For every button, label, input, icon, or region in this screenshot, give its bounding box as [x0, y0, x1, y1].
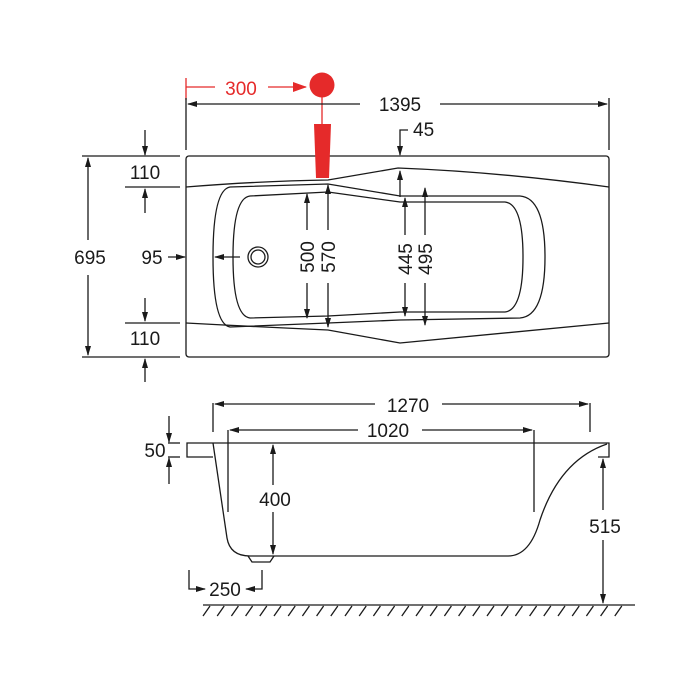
hatch-line: [472, 605, 481, 617]
hatch-line: [387, 605, 396, 617]
floor-hatching: [202, 605, 623, 617]
overall-length-label: 1395: [379, 95, 421, 116]
hatch-line: [216, 605, 225, 617]
hatch-line: [245, 605, 254, 617]
hatch-line: [344, 605, 353, 617]
rim-line-top: [185, 167, 610, 188]
depth-label: 400: [259, 490, 291, 511]
rim-bottom-label: 110: [130, 329, 160, 350]
faucet-icon: [309, 72, 335, 98]
rim-thickness-label: 50: [144, 441, 165, 462]
hatch-line: [259, 605, 268, 617]
hatch-line: [230, 605, 239, 617]
hatch-line: [514, 605, 523, 617]
drain-offset-label: 95: [141, 248, 162, 269]
overall-width-label: 695: [74, 248, 106, 269]
faucet-offset-label: 300: [225, 79, 257, 100]
hatch-line: [557, 605, 566, 617]
outer-width-2-label: 495: [416, 243, 437, 275]
hatch-line: [415, 605, 424, 617]
hatch-line: [614, 605, 623, 617]
height-label: 515: [589, 517, 621, 538]
basin-outer: [212, 183, 546, 328]
tub-body-profile: [212, 442, 608, 557]
drain-icon: [247, 246, 269, 268]
basin-inner: [232, 191, 524, 319]
rim-top-label: 110: [130, 163, 160, 184]
rim-offset-label: 45: [413, 120, 434, 141]
hatch-line: [443, 605, 452, 617]
hatch-line: [202, 605, 211, 617]
hatch-line: [273, 605, 282, 617]
rim-line-bottom: [185, 322, 610, 344]
hatch-line: [500, 605, 509, 617]
spout-icon: [314, 124, 331, 178]
hatch-line: [401, 605, 410, 617]
hatch-line: [585, 605, 594, 617]
outer-width-1-label: 570: [319, 241, 340, 273]
side-view: 1270 1020 50 400 515 250: [144, 396, 635, 617]
hatch-line: [358, 605, 367, 617]
hatch-line: [429, 605, 438, 617]
hatch-line: [529, 605, 538, 617]
bottom-length-label: 1270: [387, 396, 429, 417]
hatch-line: [287, 605, 296, 617]
inner-length-label: 1020: [367, 421, 409, 442]
hatch-line: [372, 605, 381, 617]
inner-width-2-label: 445: [396, 243, 417, 275]
hatch-line: [571, 605, 580, 617]
foot-offset-label: 250: [209, 580, 241, 601]
tub-foot: [247, 555, 275, 563]
hatch-line: [330, 605, 339, 617]
hatch-line: [600, 605, 609, 617]
hatch-line: [543, 605, 552, 617]
hatch-line: [458, 605, 467, 617]
rim-profile: [186, 442, 610, 458]
top-view: 300 1395 45 695 110 110 95: [74, 72, 610, 382]
hatch-line: [486, 605, 495, 617]
hatch-line: [316, 605, 325, 617]
hatch-line: [301, 605, 310, 617]
tub-outline-top: [185, 155, 610, 358]
inner-width-1-label: 500: [298, 241, 319, 273]
